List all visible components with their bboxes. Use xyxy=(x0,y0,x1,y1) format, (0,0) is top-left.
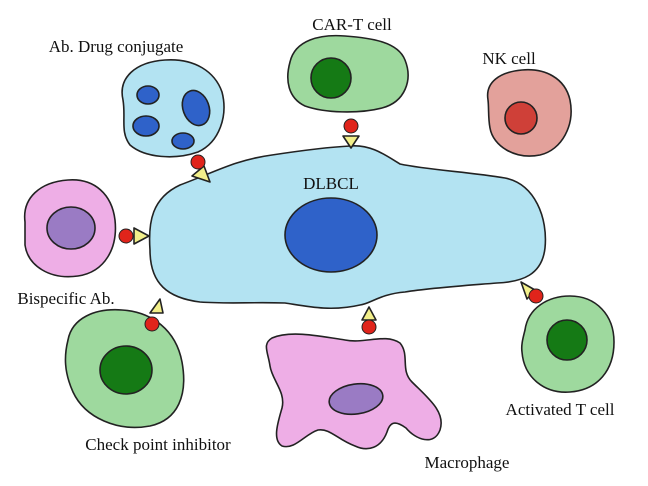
label-check-point-inhibitor: Check point inhibitor xyxy=(85,435,231,454)
connector-adc xyxy=(190,154,211,183)
checkpoint-nucleus xyxy=(99,345,153,395)
connector-activated-t xyxy=(520,281,544,304)
arrowhead xyxy=(191,165,211,183)
label-nk-cell: NK cell xyxy=(482,49,536,68)
connector-car-t xyxy=(342,118,360,149)
adc-granule xyxy=(132,115,160,137)
dlbcl-nucleus xyxy=(284,197,378,273)
label-dlbcl: DLBCL xyxy=(303,174,359,193)
adc-cell: Ab. Drug conjugate xyxy=(49,37,225,158)
adc-granule xyxy=(136,85,160,105)
label-ab-drug-conjugate: Ab. Drug conjugate xyxy=(49,37,184,56)
activated-t-cell: Activated T cell xyxy=(506,295,615,419)
bispecific-cell: Bispecific Ab. xyxy=(17,179,117,308)
arrowhead xyxy=(133,227,150,245)
adc-granule xyxy=(171,132,195,150)
nk-nucleus xyxy=(504,101,538,135)
label-activated-t-cell: Activated T cell xyxy=(506,400,615,419)
nk-cell: NK cell xyxy=(482,49,572,157)
adc-granule xyxy=(181,89,211,127)
connector-dot xyxy=(343,118,359,134)
car-t-nucleus xyxy=(310,57,352,99)
dlbcl-cell: DLBCL xyxy=(148,145,547,310)
checkpoint-cell: Check point inhibitor xyxy=(64,308,231,454)
connector-dot xyxy=(361,319,377,335)
arrowhead xyxy=(342,135,360,149)
label-bispecific-ab: Bispecific Ab. xyxy=(17,289,114,308)
connector-dot xyxy=(144,316,160,332)
activated-t-nucleus xyxy=(546,319,588,361)
connector-dot xyxy=(118,228,134,244)
connector-macrophage xyxy=(361,306,377,335)
bispecific-nucleus xyxy=(46,206,96,250)
connector-dot xyxy=(528,288,544,304)
macrophage-cell: Macrophage xyxy=(265,333,510,472)
arrowhead xyxy=(149,298,164,314)
car-t-cell: CAR-T cell xyxy=(287,15,409,113)
connector-dot xyxy=(190,154,206,170)
arrowhead xyxy=(361,306,377,321)
macrophage-nucleus xyxy=(328,382,384,416)
connector-bispecific xyxy=(118,227,150,245)
connector-checkpoint xyxy=(144,298,164,332)
label-macrophage: Macrophage xyxy=(425,453,510,472)
label-car-t-cell: CAR-T cell xyxy=(312,15,392,34)
